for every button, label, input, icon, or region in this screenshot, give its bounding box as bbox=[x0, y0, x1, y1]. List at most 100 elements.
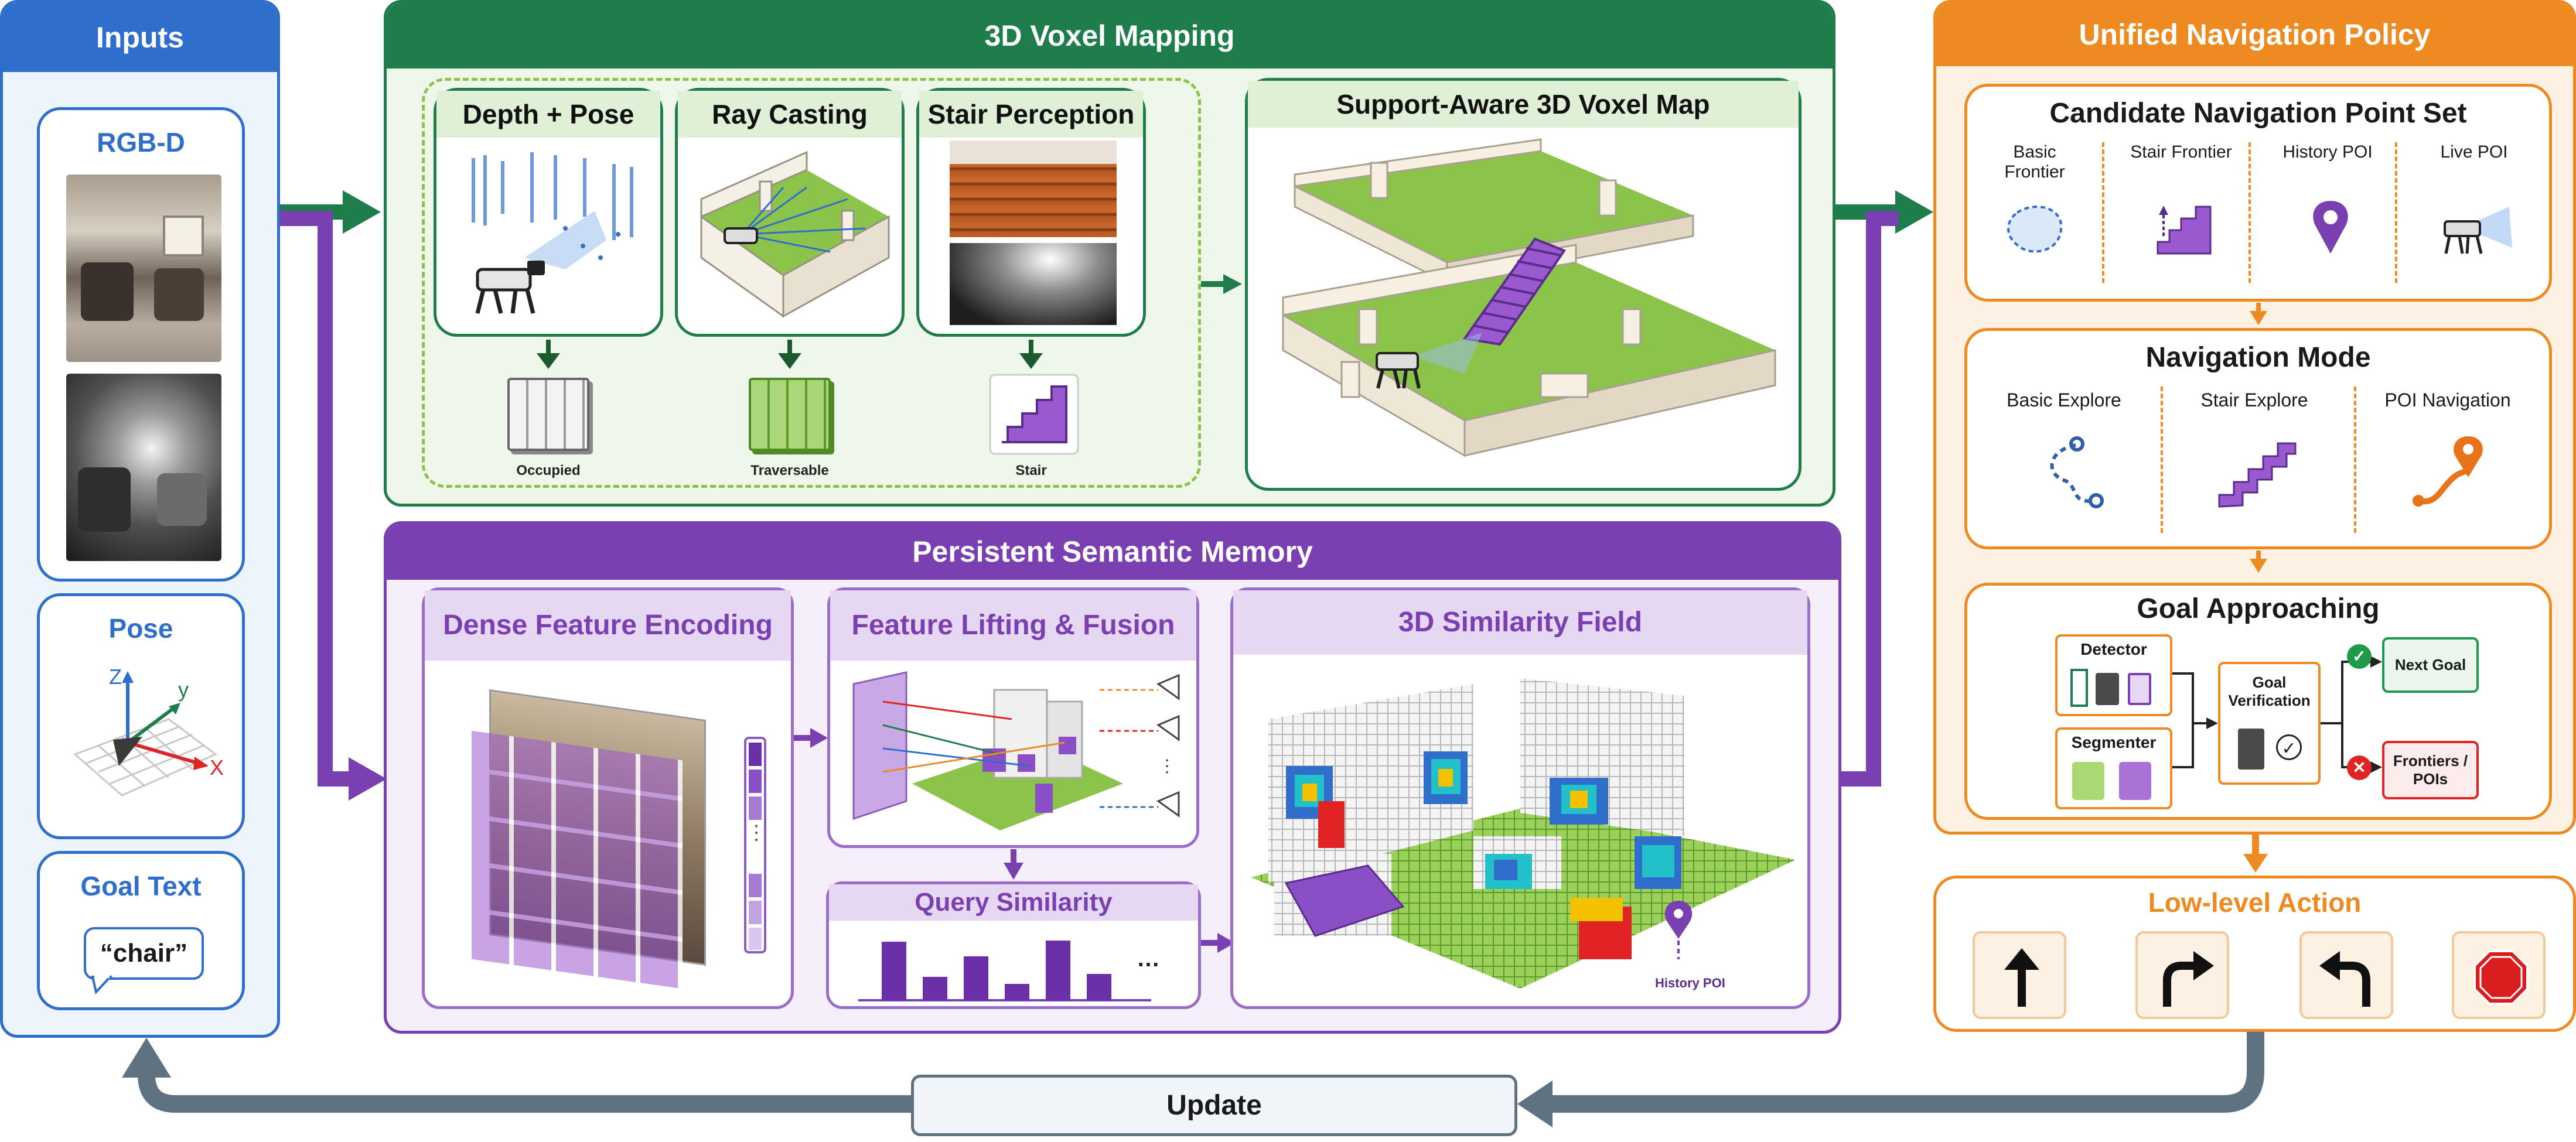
stair-perception-title: Stair Perception bbox=[919, 91, 1143, 138]
live-poi-icon bbox=[2444, 207, 2512, 254]
mode-card: Navigation Mode Basic Explore Stair Expl… bbox=[1964, 328, 2552, 549]
detector-box-green bbox=[2070, 669, 2088, 707]
query-similarity-title: Query Similarity bbox=[829, 884, 1198, 921]
goal-text-card: Goal Text “chair” bbox=[37, 851, 245, 1010]
semantic-memory-title: Persistent Semantic Memory bbox=[387, 524, 1838, 580]
mode-divider-2 bbox=[2354, 387, 2356, 533]
axis-z-label: Z bbox=[109, 665, 122, 689]
history-poi-icon bbox=[2313, 201, 2348, 254]
mode-label-poi-navigation: POI Navigation bbox=[2384, 389, 2511, 411]
perception-output-arrows bbox=[537, 340, 1043, 369]
arrowhead-to-update bbox=[1517, 1081, 1553, 1127]
detector-chair-icon bbox=[2096, 673, 2119, 705]
voxel-map-title: Support-Aware 3D Voxel Map bbox=[1248, 81, 1799, 128]
candidate-label-live-poi: Live POI bbox=[2440, 142, 2508, 162]
stair-perception-card: Stair Perception bbox=[916, 88, 1146, 337]
perception-group bbox=[422, 78, 1201, 488]
depth-pose-illustration bbox=[472, 152, 633, 314]
svg-text:⋮: ⋮ bbox=[1158, 757, 1176, 776]
arrow-inputs-to-memory bbox=[280, 211, 352, 787]
voxel-map-card: Support-Aware 3D Voxel Map bbox=[1245, 78, 1802, 491]
speech-bubble-tail bbox=[91, 975, 113, 995]
arrow-update-to-inputs bbox=[138, 1074, 914, 1113]
lifting-fusion-illustration: ⋮ bbox=[852, 671, 1180, 830]
next-goal-box: Next Goal bbox=[2382, 637, 2479, 693]
frontiers-pois-box: Frontiers / POIs bbox=[2382, 741, 2479, 799]
query-similarity-bars bbox=[858, 941, 1151, 1001]
arrow-lifting-to-query bbox=[1004, 849, 1023, 880]
low-level-action-title: Low-level Action bbox=[2148, 887, 2362, 918]
lifting-fusion-title: Feature Lifting & Fusion bbox=[830, 590, 1196, 661]
axis-x-label: X bbox=[210, 755, 224, 779]
candidate-label-basic-frontier: Basic Frontier bbox=[2004, 142, 2065, 182]
candidate-label-history-poi: History POI bbox=[2282, 142, 2373, 162]
rgbd-title: RGB-D bbox=[97, 127, 185, 158]
voxel-map-illustration bbox=[1282, 138, 1776, 457]
detector-box: Detector bbox=[2055, 634, 2172, 716]
arrowhead-inputs-to-memory bbox=[349, 757, 387, 801]
success-check-icon: ✓ bbox=[2347, 644, 2372, 669]
candidate-label-stair-frontier: Stair Frontier bbox=[2130, 142, 2232, 162]
arrowhead-to-inputs bbox=[122, 1038, 171, 1078]
turn-left-icon bbox=[2319, 951, 2370, 1007]
voxel-mapping-title: 3D Voxel Mapping bbox=[387, 3, 1833, 69]
stair-explore-icon bbox=[2218, 442, 2297, 508]
feature-vector: ⋮ bbox=[744, 737, 766, 953]
traversable-cube-icon bbox=[749, 378, 831, 451]
arrow-action-to-update bbox=[1547, 1032, 2264, 1113]
ray-casting-card: Ray Casting bbox=[675, 88, 905, 337]
pose-card: Pose Z y X bbox=[37, 593, 245, 839]
bars-ellipsis: … bbox=[1137, 946, 1160, 972]
basic-frontier-icon bbox=[2007, 206, 2063, 253]
segmenter-mask-purple bbox=[2119, 762, 2151, 800]
stair-rgb-image bbox=[950, 141, 1117, 237]
poi-navigation-icon bbox=[2413, 436, 2483, 507]
candidate-card: Candidate Navigation Point Set Basic Fro… bbox=[1964, 84, 2552, 302]
forward-action bbox=[1973, 931, 2066, 1019]
update-box: Update bbox=[911, 1075, 1517, 1136]
rgbd-card: RGB-D bbox=[37, 107, 245, 582]
low-level-action-panel: Low-level Action bbox=[1933, 876, 2576, 1032]
traversable-label: Traversable bbox=[750, 463, 829, 478]
policy-panel: Unified Navigation Policy Candidate Navi… bbox=[1933, 0, 2576, 835]
mode-divider-1 bbox=[2161, 387, 2163, 533]
turn-right-action bbox=[2135, 931, 2229, 1019]
voxel-mapping-panel: 3D Voxel Mapping Depth + Pose Ray Castin… bbox=[384, 0, 1835, 507]
mode-title: Navigation Mode bbox=[2145, 342, 2371, 373]
goal-text-title: Goal Text bbox=[80, 871, 202, 901]
detector-chair-purple bbox=[2128, 673, 2151, 705]
verify-chair-icon bbox=[2238, 729, 2264, 770]
dense-feature-title: Dense Feature Encoding bbox=[425, 590, 791, 661]
query-similarity-card: Query Similarity … bbox=[826, 881, 1201, 1009]
arrow-policy-to-action bbox=[2243, 835, 2268, 873]
turn-left-action bbox=[2299, 931, 2393, 1019]
detector-label: Detector bbox=[2080, 640, 2147, 658]
semantic-memory-panel: Persistent Semantic Memory Dense Feature… bbox=[384, 521, 1841, 1034]
arrowhead-voxel-to-policy bbox=[1895, 190, 1933, 234]
ray-casting-illustration bbox=[700, 151, 890, 318]
candidate-divider-1 bbox=[2102, 142, 2104, 283]
similarity-field-illustration bbox=[1251, 678, 1796, 989]
segmenter-label: Segmenter bbox=[2071, 733, 2157, 751]
stop-icon bbox=[2473, 950, 2529, 1005]
inputs-panel: Inputs RGB-D Pose Z bbox=[0, 0, 280, 1038]
stair-label: Stair bbox=[1015, 463, 1047, 478]
goal-verification-box: Goal Verification ✓ bbox=[2218, 662, 2321, 785]
stair-depth-image bbox=[950, 243, 1117, 325]
arrow-candidate-to-mode bbox=[2250, 303, 2267, 325]
ray-casting-title: Ray Casting bbox=[678, 91, 902, 138]
similarity-field-card: 3D Similarity Field bbox=[1230, 587, 1810, 1009]
axis-y-label: y bbox=[178, 678, 189, 702]
turn-right-icon bbox=[2163, 951, 2214, 1007]
arrow-memory-to-policy bbox=[1840, 211, 1898, 787]
goal-approaching-title: Goal Approaching bbox=[2137, 593, 2380, 624]
depth-pose-card: Depth + Pose bbox=[434, 88, 663, 337]
arrowhead-inputs-to-voxel bbox=[343, 190, 381, 234]
candidate-divider-2 bbox=[2249, 142, 2251, 283]
stair-frontier-icon bbox=[2157, 206, 2212, 255]
stair-cube-icon bbox=[989, 374, 1079, 455]
pose-title: Pose bbox=[108, 613, 173, 644]
stop-action bbox=[2452, 931, 2546, 1019]
mode-label-stair-explore: Stair Explore bbox=[2200, 389, 2308, 411]
